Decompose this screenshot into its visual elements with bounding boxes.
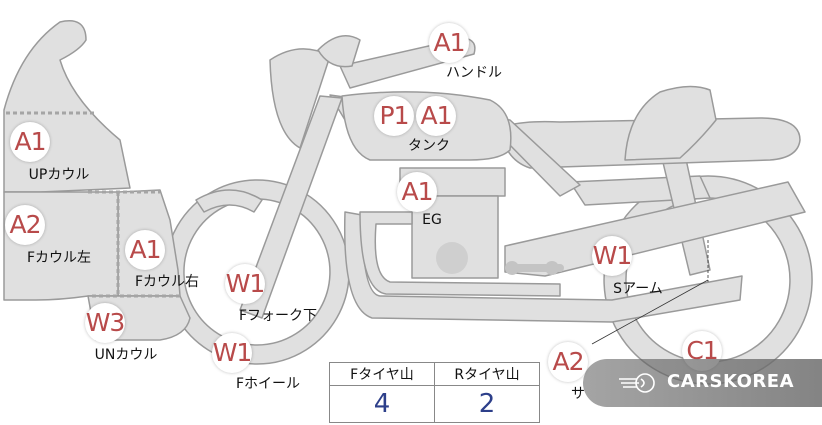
front-wheel bbox=[164, 179, 350, 365]
badge-upper-cowl: A1 bbox=[10, 122, 50, 162]
rear-tread-value: 2 bbox=[434, 385, 540, 423]
label-engine: EG bbox=[422, 212, 442, 228]
watermark: CARSKOREA bbox=[583, 359, 822, 407]
exhaust-upper bbox=[359, 211, 561, 297]
engine-block bbox=[411, 195, 499, 279]
front-fender bbox=[195, 189, 263, 213]
label-swing-arm: Sアーム bbox=[613, 281, 663, 297]
label-under-cowl: UNカウル bbox=[94, 347, 158, 363]
badge-front-fork-lower: W1 bbox=[225, 264, 265, 304]
tire-tread-table: Fタイヤ山 Rタイヤ山 4 2 bbox=[329, 362, 540, 423]
label-handle: ハンドル bbox=[446, 65, 502, 81]
label-front-cowl-left: Fカウル左 bbox=[26, 250, 92, 266]
badge-under-cowl: W3 bbox=[85, 303, 125, 343]
badge-front-cowl-left: A2 bbox=[5, 205, 45, 245]
engine-cover bbox=[436, 242, 468, 274]
front-tread-value: 4 bbox=[329, 385, 435, 423]
label-front-cowl-right: Fカウル右 bbox=[134, 274, 200, 290]
label-front-fork-lower: Fフォーク下 bbox=[238, 308, 318, 324]
mirror bbox=[317, 35, 361, 68]
badge-side: A2 bbox=[548, 342, 588, 382]
rear-cowl bbox=[624, 85, 717, 161]
badge-engine: A1 bbox=[397, 172, 437, 212]
swing-arm bbox=[504, 181, 806, 277]
watermark-text: CARSKOREA bbox=[667, 371, 794, 392]
carskorea-logo-icon bbox=[619, 373, 655, 393]
rear-tread-header: Rタイヤ山 bbox=[434, 362, 540, 386]
badge-front-wheel: W1 bbox=[212, 333, 252, 373]
badge-handle: A1 bbox=[429, 23, 469, 63]
badge-tank-p1: P1 bbox=[374, 96, 414, 136]
label-tank: タンク bbox=[408, 138, 450, 154]
badge-tank-a1: A1 bbox=[416, 96, 456, 136]
label-front-wheel: Fホイール bbox=[235, 376, 301, 392]
badge-front-cowl-right: A1 bbox=[125, 230, 165, 270]
label-upper-cowl: UPカウル bbox=[28, 167, 90, 183]
label-side: サ bbox=[571, 386, 585, 402]
cowl-stay bbox=[269, 48, 331, 149]
leader-line-swing-arm bbox=[591, 279, 709, 345]
front-tread-header: Fタイヤ山 bbox=[329, 362, 435, 386]
badge-swing-arm: W1 bbox=[592, 236, 632, 276]
front-fork bbox=[239, 95, 343, 319]
